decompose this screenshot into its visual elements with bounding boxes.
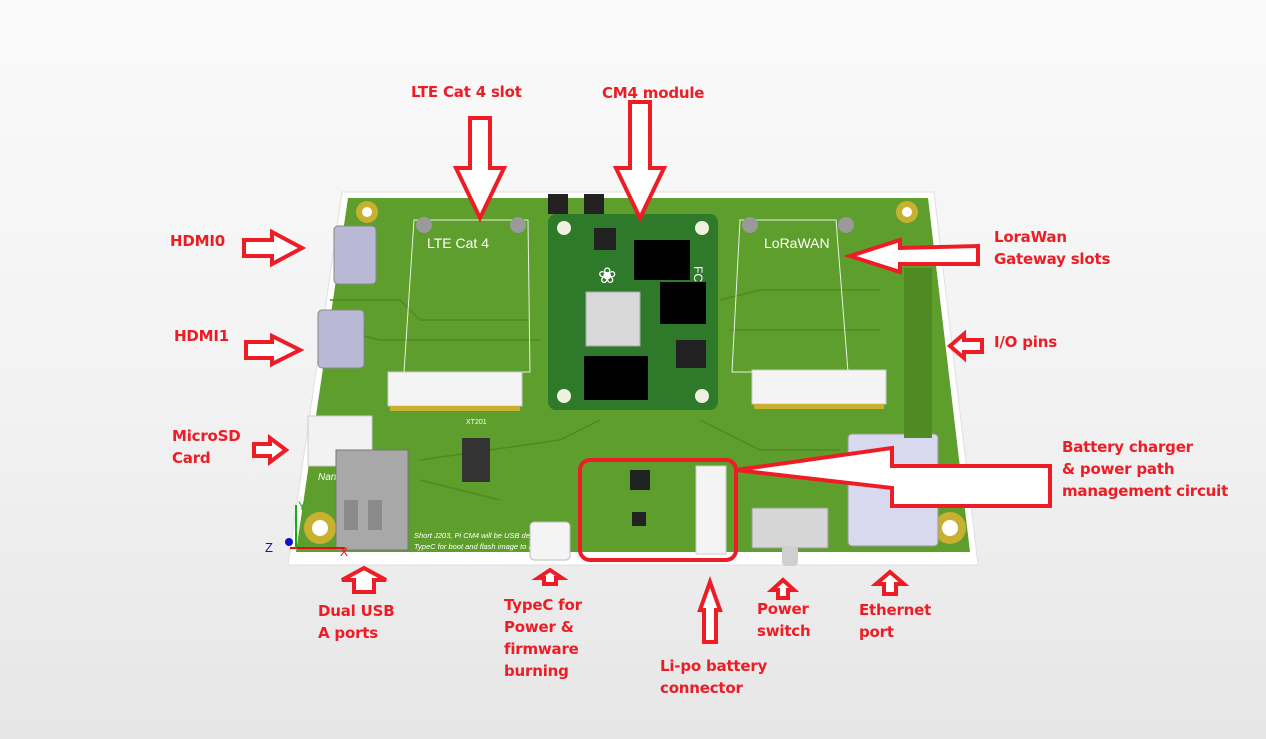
power-switch — [751, 507, 829, 566]
label-hdmi0: HDMI0 — [170, 232, 225, 250]
top-ic-2 — [584, 194, 604, 214]
usb-note-2: TypeC for boot and flash image to Pi — [414, 542, 536, 551]
arrow-cm4 — [612, 100, 668, 223]
svg-text:XT201: XT201 — [466, 419, 487, 426]
arrow-hdmi0 — [242, 228, 307, 268]
arrow-microsd — [252, 434, 290, 466]
hdmi1-connector — [317, 309, 365, 369]
label-io-pins: I/O pins — [994, 333, 1057, 351]
battery-highlight-box — [578, 458, 738, 562]
label-lipo: Li-po battery connector — [660, 657, 768, 697]
arrow-typec — [531, 567, 569, 586]
label-microsd: MicroSD Card — [172, 427, 241, 467]
axes-indicator: X Y Z — [265, 499, 348, 559]
mounting-holes — [304, 201, 966, 544]
arrow-hdmi1 — [244, 332, 305, 368]
top-ic-1 — [548, 194, 568, 214]
lte-slot-silk: LTE Cat 4 — [427, 235, 489, 251]
label-ethernet: Ethernet port — [859, 601, 932, 641]
arrow-usb — [341, 565, 387, 594]
fc-mark: FC — [691, 266, 705, 282]
arrow-power-switch — [766, 577, 800, 600]
svg-text:Z: Z — [265, 540, 273, 555]
cm4-module: FC ❀ — [548, 214, 718, 410]
label-power-switch: Power switch — [757, 600, 811, 640]
label-hdmi1: HDMI1 — [174, 327, 229, 345]
hdmi0-connector — [333, 225, 377, 285]
lorawan-slot-silk: LoRaWAN — [764, 235, 830, 251]
label-usb-a: Dual USB A ports — [318, 602, 395, 642]
gpio-header — [904, 268, 932, 438]
usb-a-connector — [335, 449, 409, 551]
usb-note-1: Short J203, Pi CM4 will be USB device — [414, 531, 543, 540]
annotation-arrows — [242, 100, 1052, 644]
svg-text:X: X — [340, 545, 348, 559]
arrow-io — [946, 329, 984, 363]
typec-connector — [529, 521, 571, 561]
label-lorawan: LoraWan Gateway slots — [994, 228, 1111, 268]
battery-circuit — [630, 465, 727, 555]
svg-text:Nano: Nano — [318, 472, 342, 483]
arrow-ethernet — [870, 569, 910, 596]
arrow-battery — [735, 445, 1052, 508]
label-typec: TypeC for Power & firmware burning — [504, 596, 582, 680]
label-cm4-module: CM4 module — [602, 84, 705, 102]
lte-slot: LTE Cat 4 — [387, 217, 531, 411]
label-lte-slot: LTE Cat 4 slot — [411, 83, 522, 101]
label-battery-charger: Battery charger & power path management … — [1062, 438, 1229, 500]
svg-text:Y: Y — [298, 499, 306, 513]
arrow-lorawan — [843, 237, 980, 275]
raspberry-logo: ❀ — [598, 263, 616, 288]
lorawan-slot: LoRaWAN — [731, 217, 887, 409]
ic-chip — [462, 438, 490, 482]
arrow-lte-slot — [452, 116, 508, 223]
arrow-lipo — [697, 576, 723, 644]
